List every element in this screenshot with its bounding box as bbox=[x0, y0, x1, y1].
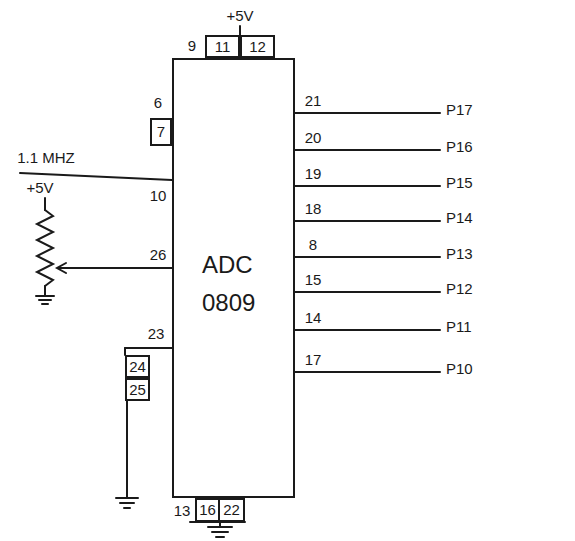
voltage-label: +5V bbox=[226, 7, 253, 24]
pin-number: 14 bbox=[305, 309, 322, 326]
pin-box: 22 bbox=[218, 498, 245, 522]
signal-name: P10 bbox=[446, 360, 473, 377]
address-wire bbox=[124, 348, 126, 355]
pin-number: 23 bbox=[148, 325, 165, 342]
pin-number: 17 bbox=[305, 351, 322, 368]
data-bus-wires bbox=[295, 113, 440, 372]
signal-name: P17 bbox=[446, 101, 473, 118]
pin-number: 6 bbox=[154, 94, 162, 111]
voltage-label: +5V bbox=[26, 179, 53, 196]
supply-wire bbox=[239, 26, 241, 35]
signal-name: P14 bbox=[446, 209, 473, 226]
pin-box: 12 bbox=[240, 35, 275, 58]
signal-name: P12 bbox=[446, 280, 473, 297]
pin-number: 15 bbox=[305, 271, 322, 288]
potentiometer-symbol bbox=[36, 198, 172, 304]
pin-number: 10 bbox=[150, 187, 167, 204]
pin-number: 12 bbox=[249, 38, 266, 56]
pin-number: 22 bbox=[223, 501, 240, 519]
frequency-label: 1.1 MHZ bbox=[17, 149, 75, 166]
pin-number: 9 bbox=[188, 37, 196, 54]
signal-name: P15 bbox=[446, 174, 473, 191]
pin-number: 19 bbox=[305, 165, 322, 182]
pin-number: 21 bbox=[305, 92, 322, 109]
pin-box: 25 bbox=[125, 378, 150, 401]
address-wire bbox=[125, 347, 172, 349]
pin-number: 20 bbox=[305, 129, 322, 146]
ground-symbol bbox=[190, 522, 245, 537]
pin-box: 7 bbox=[150, 118, 172, 146]
signal-name: P13 bbox=[446, 245, 473, 262]
pin-number: 11 bbox=[215, 38, 231, 56]
pin-number: 8 bbox=[309, 236, 317, 253]
adc-chip: ADC 0809 bbox=[172, 58, 295, 498]
pin-box: 11 bbox=[205, 35, 240, 58]
pin-number: 25 bbox=[129, 381, 146, 399]
signal-name: P11 bbox=[446, 318, 472, 335]
pin-box: 16 bbox=[195, 498, 220, 522]
pin-number: 24 bbox=[129, 358, 146, 376]
pin-number: 16 bbox=[199, 501, 216, 519]
ground-symbol bbox=[116, 401, 138, 508]
pin-box: 24 bbox=[125, 355, 150, 378]
pin-number: 13 bbox=[174, 502, 191, 519]
pin-number: 18 bbox=[305, 200, 322, 217]
pin-number: 26 bbox=[150, 246, 167, 263]
chip-name: ADC 0809 bbox=[202, 246, 266, 323]
pin-number: 7 bbox=[157, 123, 165, 141]
signal-name: P16 bbox=[446, 138, 473, 155]
clock-wire bbox=[20, 173, 172, 180]
